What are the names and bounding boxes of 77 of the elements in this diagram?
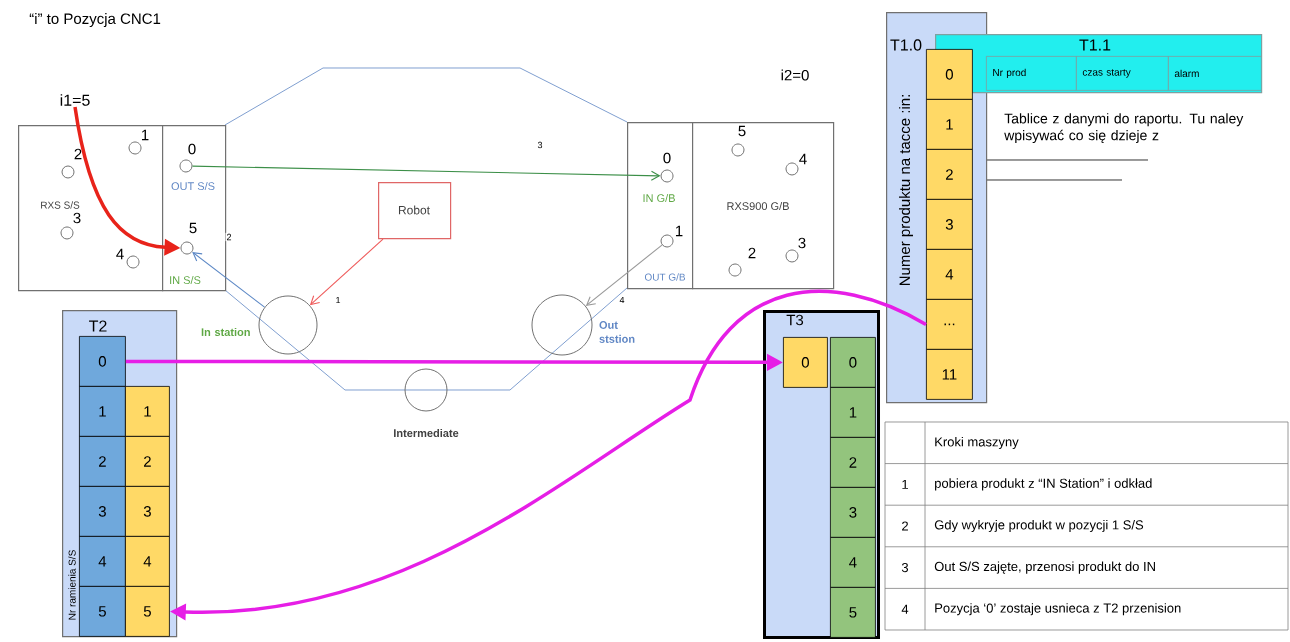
table-cell: 5 [830,587,876,638]
station-label: Intermediate [394,428,459,438]
note-text: Tablice z danymi do raportu. Tu naley wpisywać co się dzieje z [1004,113,1244,144]
step-description: Pozycja ‘0’ zostaje usnieca z T2 przenision [935,603,1181,616]
table-cell: ... [926,299,973,350]
position-number: 4 [116,248,124,260]
robot-name: Robot [399,205,430,215]
table-header: Kroki maszyny [935,436,1019,450]
table-cell: 3 [830,487,876,538]
variable-label: i2=0 [781,69,809,81]
step-description: Out S/S zajęte, przenosi produkt do IN [934,561,1155,574]
step-number: 3 [901,563,909,573]
table-cell: 3 [926,199,973,250]
table-title: T3 [786,314,804,326]
table-cell: 0 [79,336,126,387]
position-number: 1 [676,225,683,237]
table-title: T1.0 [890,39,922,51]
table-cell: 0 [830,337,876,388]
position-number: 2 [74,148,82,160]
edge-label: 3 [536,140,544,150]
position-number: 3 [798,237,806,249]
station-name: OUT G/B [644,273,686,281]
table-cell: 1 [125,386,170,437]
position-number: 4 [799,153,807,165]
position-number: 2 [748,247,756,259]
table-cell: 1 [926,99,973,150]
title: “i” to Pozycja CNC1 [29,13,161,27]
station-label: In station [201,327,250,337]
edge-label: 4 [618,295,626,305]
table-cell: 2 [125,436,170,487]
table-cell: 5 [79,586,126,637]
row-caption: Nr ramienia S/S [68,550,76,620]
variable-label: i1=5 [60,94,90,106]
position-number: 5 [189,222,197,234]
table-cell: alarm [1168,56,1262,91]
table-title: T1.1 [1079,39,1111,51]
table-cell: 2 [926,149,973,200]
table-cell: 1 [79,386,126,437]
arrow [191,165,661,181]
step-number: 2 [902,521,908,531]
arrow [192,251,266,308]
table-name: RXS S/S [41,201,80,209]
table-name: RXS900 G/B [727,201,789,211]
table-cell: 2 [830,437,876,488]
table-cell: 3 [125,486,170,537]
arrow [309,238,384,306]
edge-label: 1 [334,295,342,305]
table-cell: 4 [926,249,973,300]
station-name: IN S/S [170,275,201,285]
table-cell: czas starty [1076,56,1169,91]
step-description: Gdy wykryje produkt w pozycji 1 S/S [934,519,1144,533]
position-number: 0 [663,152,671,164]
step-description: pobiera produkt z “IN Station” i odkład [935,478,1152,491]
table-cell: 1 [830,387,876,438]
step-number: 4 [901,604,909,614]
table-cell: 2 [79,436,126,487]
table-cell: 4 [79,536,126,587]
table-cell: Nr prod [986,56,1077,91]
step-number: 1 [902,479,908,489]
station-name: IN G/B [643,193,675,203]
table-cell: 11 [926,349,973,400]
position-number: 3 [73,212,81,224]
edge-label: 2 [225,232,233,242]
position-number: 1 [142,129,149,141]
arrow [585,244,663,306]
table-cell: 3 [79,486,126,537]
row-caption: Numer produktu na tacce :in: [899,95,913,286]
table-cell: 4 [125,536,170,587]
station-label: Out ststion [599,321,635,343]
table-cell: 0 [926,49,973,100]
table-cell: 5 [125,586,170,637]
position-number: 0 [188,143,196,155]
table-cell: 4 [830,537,876,588]
table-title: T2 [89,320,107,332]
position-number: 5 [738,125,746,137]
station-name: OUT S/S [171,181,215,191]
table-cell: 0 [783,337,828,388]
